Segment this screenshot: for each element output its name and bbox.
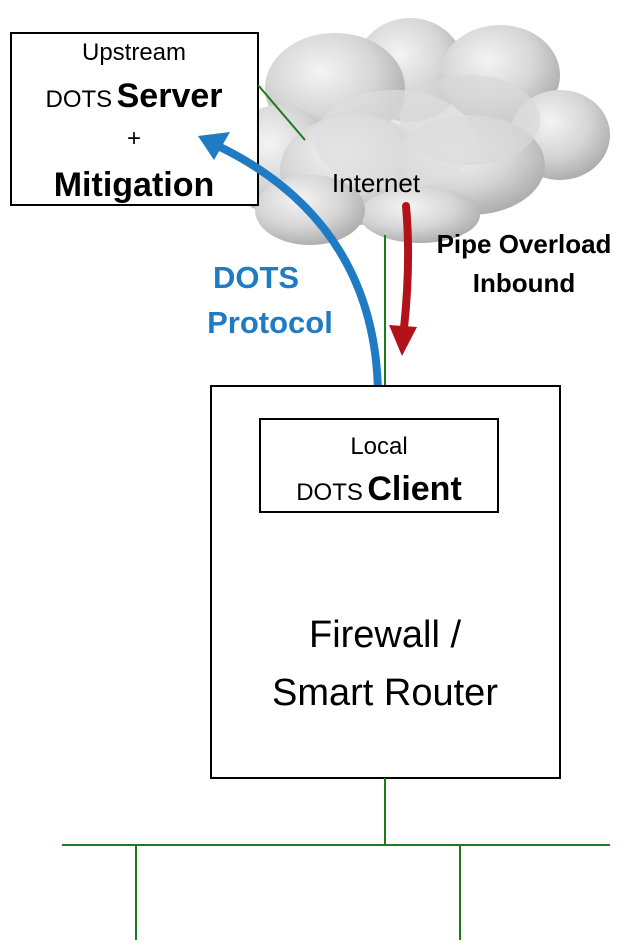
router-line-smart-router: Smart Router [272,672,498,714]
client-line-dots-client: DOTS Client [296,470,462,508]
server-line-mitigation: Mitigation [54,166,215,204]
pipe-overload-label-line2: Inbound [473,268,576,298]
dots-protocol-label-line1: DOTS [213,260,299,295]
client-bold-word: Client [367,470,461,508]
server-uplink-line [257,84,306,141]
client-line-local: Local [350,433,407,460]
server-dots-prefix: DOTS [46,86,113,113]
router-line-firewall: Firewall / [309,614,461,656]
dots-protocol-label-line2: Protocol [207,305,333,340]
local-client-box: Local DOTS Client [259,418,499,513]
lan-network [62,778,610,940]
server-line-plus: + [127,125,141,152]
pipe-overload-label-line1: Pipe Overload [437,229,612,259]
pipe-overload-arrow [389,202,417,356]
server-bold-word: Server [117,77,223,115]
internet-label: Internet [332,168,421,198]
client-dots-prefix: DOTS [296,479,363,506]
internet-cloud [225,18,610,245]
server-line-dots-server: DOTS Server [46,77,223,115]
server-line-upstream: Upstream [82,39,186,66]
upstream-server-box: Upstream DOTS Server + Mitigation [10,32,259,206]
